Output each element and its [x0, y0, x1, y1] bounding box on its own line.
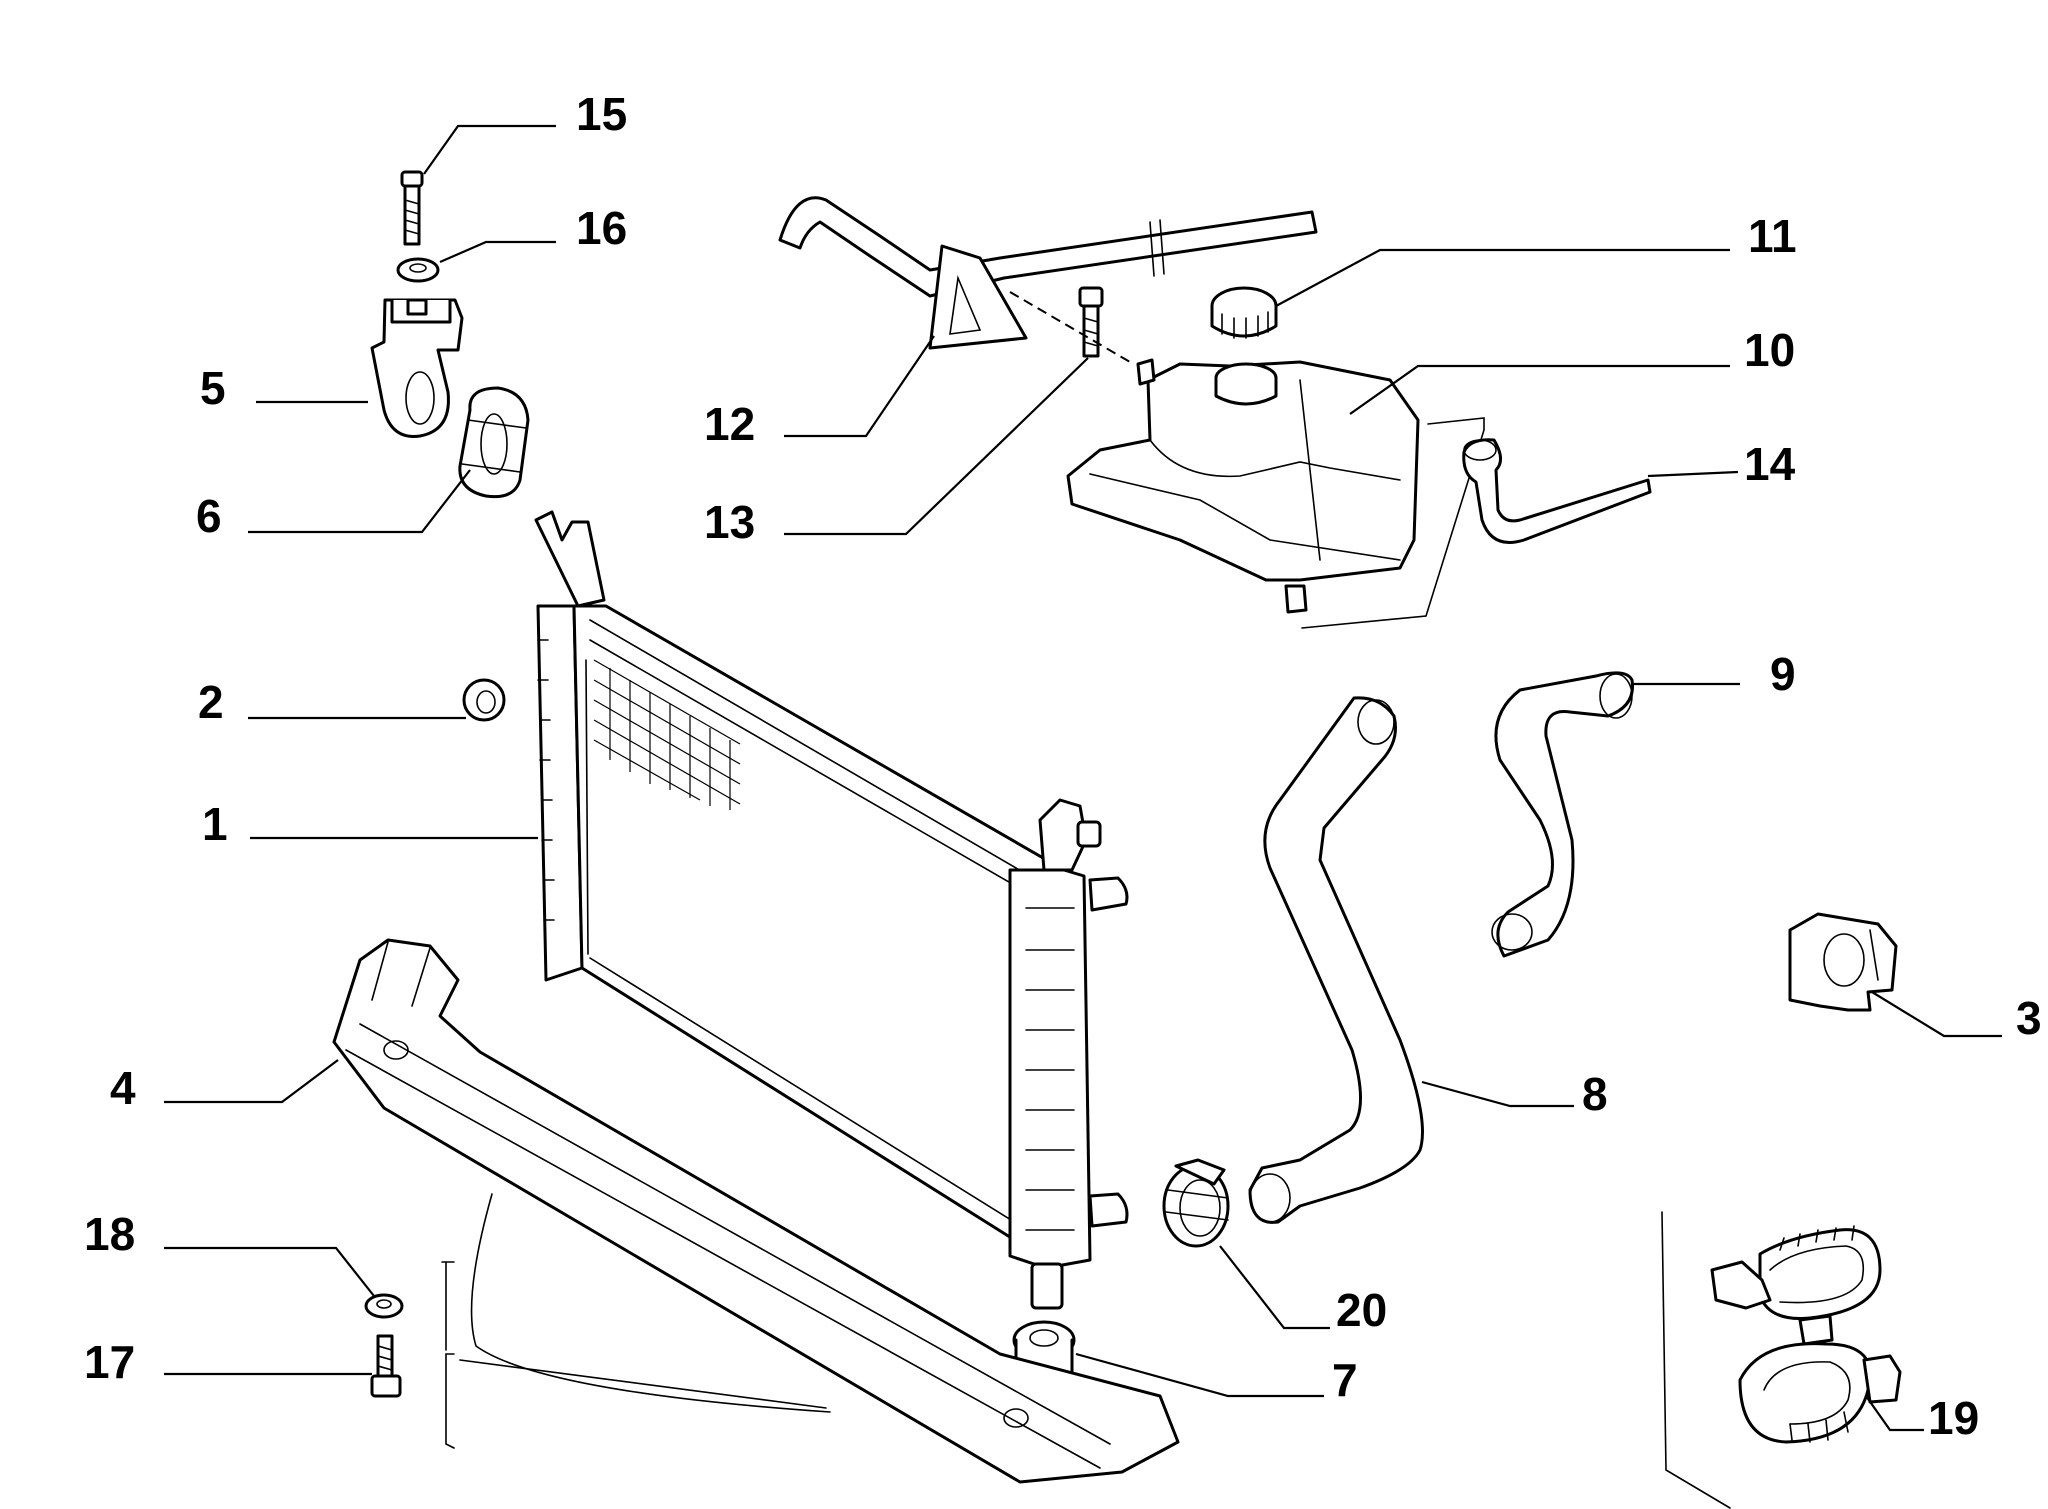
- lower-hose-8: [1248, 696, 1424, 1224]
- callout-8: 8: [1582, 1068, 1608, 1120]
- leader-11: [1275, 248, 1730, 307]
- callout-9: 9: [1770, 648, 1796, 700]
- leader-20: [1219, 1245, 1330, 1330]
- tank-bolt-13: [1078, 286, 1104, 358]
- tank-cap-11: [1210, 286, 1278, 339]
- callout-18: 18: [84, 1208, 135, 1260]
- lower-washer-18: [364, 1293, 404, 1319]
- callout-10: 10: [1744, 324, 1795, 376]
- callout-4: 4: [110, 1062, 136, 1114]
- callout-11: 11: [1748, 210, 1797, 262]
- radiator-1: [534, 510, 1129, 1310]
- upper-bracket-5: [370, 298, 464, 438]
- callout-12: 12: [704, 398, 755, 450]
- callout-2: 2: [198, 676, 224, 728]
- pipe-connection-dashes: [1009, 291, 1131, 363]
- double-clip-19: [1661, 1211, 1902, 1509]
- leader-7: [1075, 1352, 1324, 1398]
- bleed-pipe-12: [778, 196, 1318, 350]
- callout-16: 16: [576, 202, 627, 254]
- callout-13: 13: [704, 496, 755, 548]
- leader-8: [1421, 1080, 1574, 1108]
- callout-20: 20: [1336, 1284, 1387, 1336]
- callout-6: 6: [196, 490, 222, 542]
- leader-13: [784, 357, 1089, 536]
- callout-3: 3: [2016, 992, 2042, 1044]
- hose-clamp-20: [1162, 1158, 1230, 1248]
- lower-crossmember-4: [332, 938, 1180, 1484]
- leader-4: [164, 1059, 339, 1104]
- shroud-outline: [441, 1193, 831, 1449]
- lower-bolt-17: [370, 1334, 402, 1398]
- callout-5: 5: [200, 362, 226, 414]
- hose-clip-3: [1788, 912, 1898, 1012]
- leader-15: [423, 124, 556, 175]
- rubber-mount-6: [458, 386, 530, 499]
- leader-lines: [164, 124, 2002, 1432]
- bolt-15: [400, 170, 424, 246]
- leader-19: [1865, 1395, 1924, 1432]
- callout-7: 7: [1332, 1354, 1358, 1406]
- leader-14: [1647, 470, 1739, 478]
- callout-labels: 15 16 5 6 2 1 4 18 17 12 13 11 10 14 9 8…: [84, 88, 2042, 1444]
- upper-hose-9: [1491, 671, 1634, 958]
- expansion-tank-10: [1066, 358, 1420, 614]
- leader-16: [439, 240, 556, 264]
- seal-ring-2: [462, 678, 506, 722]
- leader-6: [248, 469, 471, 534]
- leader-3: [1871, 991, 2002, 1038]
- leader-12: [784, 335, 935, 438]
- washer-16: [396, 257, 440, 283]
- callout-15: 15: [576, 88, 627, 140]
- callout-1: 1: [202, 798, 228, 850]
- leader-10: [1349, 364, 1730, 415]
- callout-17: 17: [84, 1336, 135, 1388]
- leader-18: [164, 1246, 375, 1297]
- tank-hose-14: [1301, 417, 1652, 629]
- callout-19: 19: [1928, 1392, 1979, 1444]
- callout-14: 14: [1744, 438, 1796, 490]
